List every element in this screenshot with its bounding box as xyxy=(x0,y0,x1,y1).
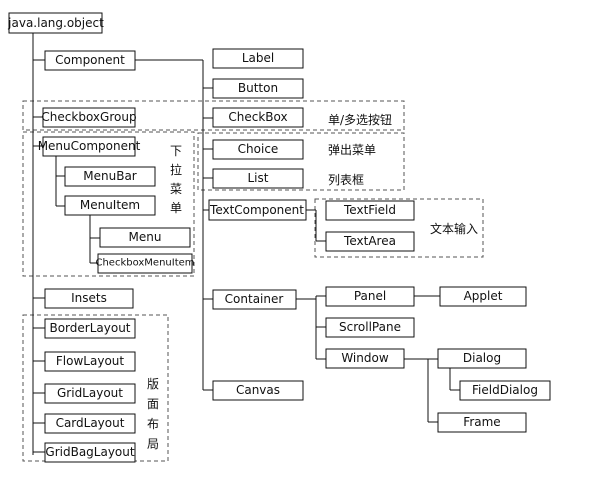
dropdown-menu-outline xyxy=(22,131,195,277)
container-box xyxy=(212,289,297,310)
applet-box xyxy=(439,286,527,307)
annotations: 单/多选按钮 弹出菜单 列表框 文本输入 下 拉 菜 单 版 面 布 局 xyxy=(147,112,478,451)
fielddialog-node: FieldDialog xyxy=(472,383,538,397)
dropdown-menu-note-2: 拉 xyxy=(170,162,182,177)
list-node: List xyxy=(248,171,269,185)
component-box xyxy=(44,50,136,71)
cardlayout-node: CardLayout xyxy=(56,416,125,430)
insets-node: Insets xyxy=(71,291,107,305)
dialog-node: Dialog xyxy=(463,351,501,365)
frame-node: Frame xyxy=(463,415,500,429)
textfield-box xyxy=(325,200,415,221)
cardlayout-box xyxy=(44,413,136,434)
node-labels: java.lang.object Component Label Button … xyxy=(7,16,538,459)
text-input-outline xyxy=(314,198,484,258)
checkbox-node: CheckBox xyxy=(228,110,287,124)
choice-box xyxy=(212,139,304,160)
component-node: Component xyxy=(55,53,125,67)
popup-menu-note: 弹出菜单 xyxy=(328,143,376,157)
node-boxes xyxy=(8,12,551,463)
menu-box xyxy=(99,227,191,248)
checkbox-group-note: 单/多选按钮 xyxy=(328,112,392,127)
label-box xyxy=(212,48,304,69)
dropdown-menu-note-1: 下 xyxy=(170,144,182,158)
layout-note-4: 局 xyxy=(147,437,159,451)
insets-box xyxy=(44,288,134,309)
dropdown-menu-note-4: 单 xyxy=(170,201,182,215)
flowlayout-node: FlowLayout xyxy=(56,354,124,368)
gridbaglayout-box xyxy=(44,442,136,463)
gridbaglayout-node: GridBagLayout xyxy=(45,445,134,459)
canvas-node: Canvas xyxy=(236,383,280,397)
menubar-box xyxy=(64,166,156,187)
gridlayout-node: GridLayout xyxy=(57,386,123,400)
choice-list-outline xyxy=(197,132,405,191)
menubar-node: MenuBar xyxy=(83,169,137,183)
menuitem-box xyxy=(64,195,156,216)
dialog-box xyxy=(437,348,527,369)
window-node: Window xyxy=(341,351,389,365)
layout-note-1: 版 xyxy=(147,377,159,391)
layout-note-3: 布 xyxy=(147,417,159,431)
canvas-box xyxy=(212,380,304,401)
list-box-note: 列表框 xyxy=(328,173,364,187)
panel-box xyxy=(325,286,415,307)
checkbox-box xyxy=(212,107,304,128)
menucomponent-node: MenuComponent xyxy=(38,139,141,153)
button-box xyxy=(212,78,304,99)
checkboxmenuitem-node: CheckboxMenuItem xyxy=(95,258,194,269)
layout-note-2: 面 xyxy=(147,397,159,411)
checkboxgroup-node: CheckboxGroup xyxy=(41,110,136,124)
text-input-note: 文本输入 xyxy=(430,221,478,236)
flowlayout-box xyxy=(44,351,136,372)
menuitem-node: MenuItem xyxy=(80,198,140,212)
panel-node: Panel xyxy=(354,289,386,303)
scrollpane-box xyxy=(325,317,415,338)
layout-outline xyxy=(22,314,169,462)
checkboxgroup-box xyxy=(42,107,136,128)
dropdown-menu-note-3: 菜 xyxy=(170,182,182,196)
root-box xyxy=(8,12,103,34)
connector-lines xyxy=(32,33,460,455)
container-node: Container xyxy=(225,292,284,306)
button-node: Button xyxy=(238,81,278,95)
checkbox-group-outline xyxy=(22,100,405,131)
label-node: Label xyxy=(242,51,274,65)
group-outlines xyxy=(22,100,484,462)
gridlayout-box xyxy=(44,383,136,404)
textfield-node: TextField xyxy=(343,203,396,217)
fielddialog-box xyxy=(459,380,551,401)
borderlayout-box xyxy=(44,318,136,339)
textcomponent-node: TextComponent xyxy=(209,203,304,217)
frame-box xyxy=(437,412,527,433)
root-node: java.lang.object xyxy=(7,16,104,30)
applet-node: Applet xyxy=(464,289,503,303)
list-box xyxy=(212,168,304,189)
menu-node: Menu xyxy=(129,230,162,244)
menucomponent-box xyxy=(42,136,136,157)
borderlayout-node: BorderLayout xyxy=(49,321,130,335)
scrollpane-node: ScrollPane xyxy=(339,320,401,334)
textarea-box xyxy=(325,231,415,252)
choice-node: Choice xyxy=(238,142,279,156)
window-box xyxy=(325,348,405,369)
textcomponent-box xyxy=(208,199,307,221)
textarea-node: TextArea xyxy=(343,234,396,248)
checkboxmenuitem-box xyxy=(97,253,193,274)
